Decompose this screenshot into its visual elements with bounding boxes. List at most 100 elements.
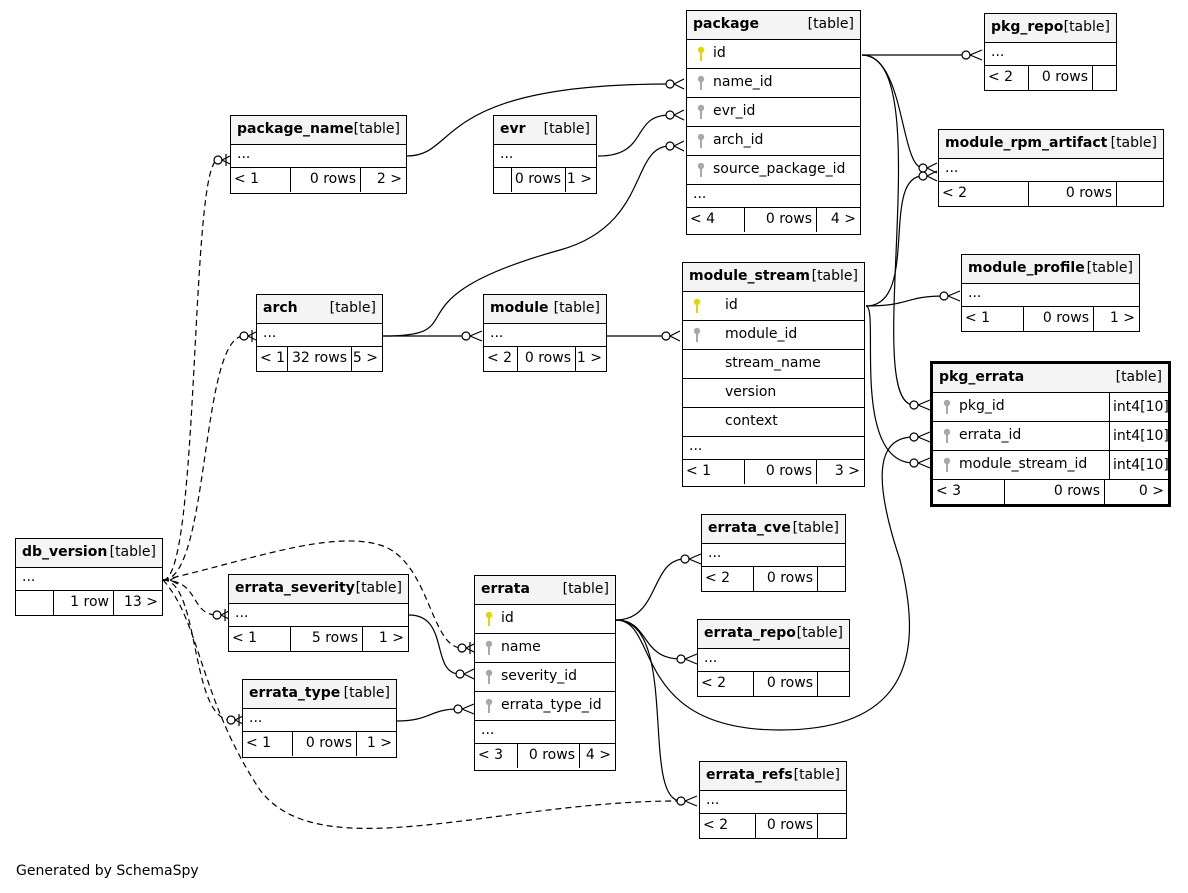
column-name: name: [501, 639, 541, 655]
table-name: arch: [263, 300, 298, 316]
foreign-key-icon: [485, 698, 493, 713]
children-count: 2 >: [376, 171, 402, 187]
row-count: 32 rows: [288, 347, 352, 371]
parents-count: < 1: [231, 168, 291, 192]
row-count: 0 rows: [518, 744, 580, 768]
parents-count: < 1: [257, 347, 288, 371]
column-row: id: [475, 605, 615, 634]
table-type: [table]: [807, 16, 854, 32]
edge-module_stream-pkg_errata: [865, 305, 915, 464]
edge-package-pkg_errata: [861, 54, 915, 406]
edge-evr-package: [597, 114, 671, 157]
more-columns: ...: [257, 324, 382, 347]
table-type: [table]: [1063, 19, 1110, 35]
row-count: 0 rows: [745, 460, 817, 484]
row-count: 0 rows: [1029, 66, 1093, 90]
column-row: context: [683, 408, 864, 437]
table-header: package_name[table]: [231, 116, 406, 145]
parents-count: < 4: [687, 208, 745, 232]
more-columns: ...: [484, 324, 606, 347]
children-count: [818, 672, 849, 696]
table-name: errata_type: [249, 685, 341, 701]
table-module_stream[interactable]: module_stream[table] id module_id stream…: [682, 262, 865, 487]
table-header: module[table]: [484, 295, 606, 324]
table-header: module_rpm_artifact[table]: [939, 130, 1163, 159]
column-name: module_stream_id: [959, 456, 1088, 472]
foreign-key-icon: [697, 75, 705, 90]
table-type: [table]: [109, 544, 156, 560]
children-count: 5 >: [352, 350, 378, 366]
column-type: int4[10]: [1109, 451, 1175, 479]
more-columns: ...: [16, 568, 162, 591]
table-type: [table]: [553, 300, 600, 316]
parents-count: < 1: [229, 627, 291, 651]
parents-count: < 1: [243, 732, 293, 756]
table-header: errata_cve[table]: [702, 515, 845, 544]
parents-count: < 1: [683, 460, 745, 484]
edge-errata-pkg_errata: [615, 436, 915, 731]
table-type: [table]: [1115, 369, 1162, 385]
row-count: 0 rows: [756, 814, 818, 838]
parents-count: < 1: [962, 307, 1024, 331]
edge-package-module_rpm_artifact: [861, 54, 924, 169]
table-name: package: [693, 16, 760, 32]
table-name: module: [490, 300, 549, 316]
table-type: [table]: [1110, 135, 1157, 151]
foreign-key-icon: [485, 669, 493, 684]
row-count: 5 rows: [291, 627, 363, 651]
table-header: package [table]: [687, 11, 860, 40]
table-type: [table]: [796, 625, 843, 641]
table-name: module_profile: [968, 260, 1085, 276]
table-package[interactable]: package[table] id name_id evr_id arch_id…: [686, 10, 861, 235]
more-columns: ...: [700, 791, 846, 814]
table-type: [table]: [543, 121, 590, 137]
table-errata[interactable]: errata[table] id name severity_id errata…: [474, 575, 616, 771]
edge-package_name-package: [406, 83, 671, 157]
column-name: pkg_id: [959, 398, 1005, 414]
table-header: errata_repo[table]: [698, 620, 849, 649]
edge-db_version-errata_severity: [162, 579, 218, 616]
table-name: module_stream: [689, 268, 810, 284]
column-row: errata_type_id: [475, 692, 615, 721]
foreign-key-icon: [943, 457, 951, 472]
parents-count: < 2: [985, 66, 1029, 90]
table-type: [table]: [343, 685, 390, 701]
children-count: 3 >: [834, 463, 860, 479]
table-name: errata: [481, 581, 530, 597]
more-columns: ...: [231, 145, 406, 168]
children-count: [1117, 182, 1163, 206]
column-name: module_id: [725, 326, 798, 342]
column-name: arch_id: [713, 132, 764, 148]
edge-errata_type-errata: [396, 708, 459, 722]
table-header: module_profile[table]: [962, 255, 1139, 284]
row-count: 0 rows: [518, 347, 576, 371]
more-columns: ...: [698, 649, 849, 672]
parents-count: < 3: [475, 744, 518, 768]
primary-key-icon: [697, 46, 705, 61]
table-name: pkg_errata: [939, 369, 1025, 385]
table-type: [table]: [811, 268, 858, 284]
